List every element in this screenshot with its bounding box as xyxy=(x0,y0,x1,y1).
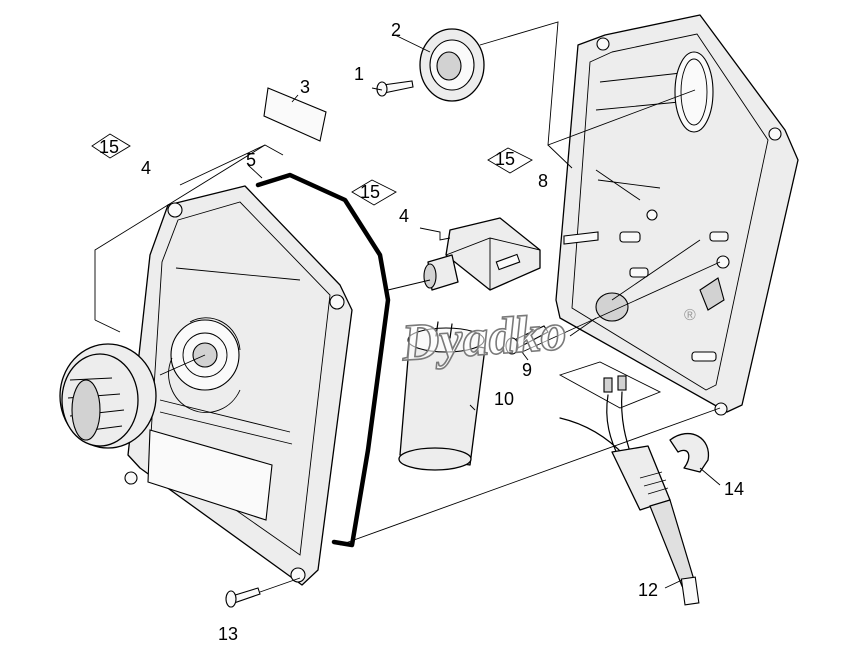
switch-part xyxy=(423,217,541,291)
tag-15-right: 15 xyxy=(487,147,533,174)
tag-15-mid: 15 xyxy=(351,179,397,206)
label-3: 3 xyxy=(300,77,310,97)
watermark-text: Dyadko xyxy=(399,304,568,372)
tag-15-left: 15 xyxy=(91,133,131,159)
label-1: 1 xyxy=(354,64,364,84)
label-4-mid: 4 xyxy=(399,206,409,226)
label-14: 14 xyxy=(724,479,744,499)
label-9: 9 xyxy=(522,360,532,380)
leader-lines xyxy=(94,21,721,593)
label-15-c: 15 xyxy=(495,149,515,169)
front-cover-part xyxy=(124,185,353,586)
screw-part-13 xyxy=(225,587,261,608)
label-4-left: 4 xyxy=(141,158,151,178)
label-8: 8 xyxy=(538,171,548,191)
knob-part xyxy=(59,343,157,449)
capacitor-part xyxy=(398,321,486,471)
label-10: 10 xyxy=(494,389,514,409)
clip-part xyxy=(669,432,710,473)
label-12: 12 xyxy=(638,580,658,600)
label-15-b: 15 xyxy=(360,182,380,202)
grommet-part xyxy=(419,28,485,102)
label-5: 5 xyxy=(246,150,256,170)
gasket-part xyxy=(255,172,391,548)
watermark-registered-mark: ® xyxy=(684,307,696,324)
label-13: 13 xyxy=(218,624,238,644)
screw-part xyxy=(376,80,414,97)
pin-part xyxy=(505,325,549,355)
label-2: 2 xyxy=(391,20,401,40)
back-housing-part xyxy=(555,14,799,416)
label-15-a: 15 xyxy=(99,137,119,157)
label-plate-part xyxy=(263,87,327,142)
cable-part xyxy=(559,375,700,606)
